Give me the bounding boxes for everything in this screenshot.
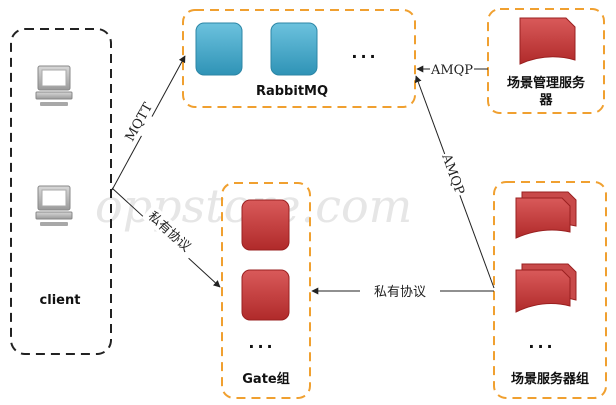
scene-group-ellipsis: ··· <box>528 337 555 356</box>
gate-group: ··· Gate组 <box>221 182 311 399</box>
edge-mqtt-bg <box>114 101 164 143</box>
document-server-icon <box>519 17 576 65</box>
scene-mgmt-label-line2: 器 <box>538 93 553 108</box>
edge-scene-mgmt-amqp-label: AMQP <box>430 63 473 78</box>
scene-management-group: 场景管理服务 器 <box>487 8 605 114</box>
queue-node <box>195 22 243 76</box>
document-stack-icon <box>515 191 577 239</box>
edge-scene-gate-bg <box>360 282 440 300</box>
gate-group-label: Gate组 <box>242 371 289 387</box>
edge-scene-group-amqp-bg <box>438 150 470 198</box>
gate-server-node <box>241 269 290 321</box>
rabbitmq-label: RabbitMQ <box>256 84 328 99</box>
client-label: client <box>40 293 81 308</box>
gate-server-node <box>241 199 290 251</box>
gate-ellipsis: ··· <box>248 337 275 356</box>
document-stack-icon <box>515 263 577 313</box>
computer-icon <box>35 185 73 226</box>
scene-server-group: ··· 场景服务器组 <box>493 181 607 399</box>
edge-scene-gate-label: 私有协议 <box>374 285 426 300</box>
edge-scene-mgmt-amqp-bg <box>430 61 474 77</box>
queue-node <box>270 22 318 76</box>
computer-icon <box>35 65 73 106</box>
rabbitmq-group: ··· RabbitMQ <box>182 9 416 108</box>
scene-group-label: 场景服务器组 <box>511 371 589 387</box>
client-group: client <box>10 28 112 355</box>
scene-mgmt-label-line1: 场景管理服务 <box>507 75 586 91</box>
edge-client-gate-bg <box>141 204 200 260</box>
queue-ellipsis: ··· <box>351 47 378 66</box>
